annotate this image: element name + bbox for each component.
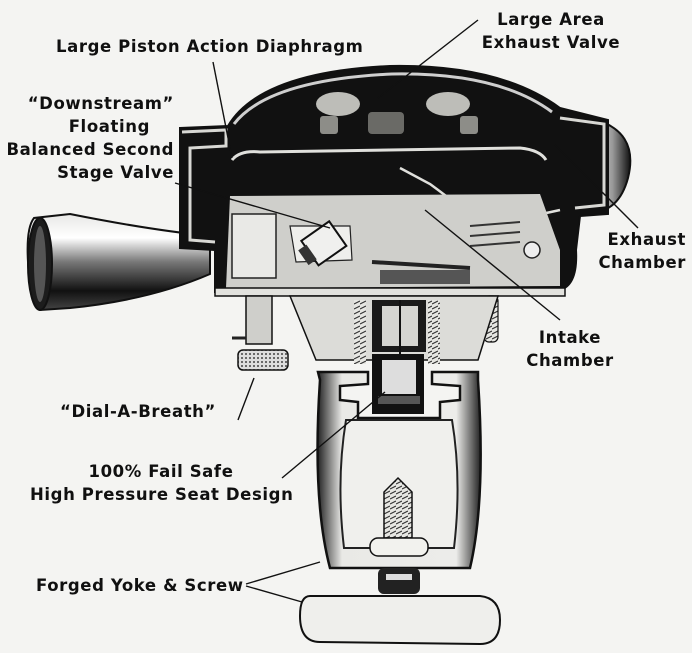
label-exhaust-valve: Large Area Exhaust Valve — [476, 8, 626, 54]
label-second-stage-valve-line-2: Floating — [68, 117, 150, 136]
label-yoke-screw-line-1: Forged Yoke & Screw — [36, 576, 244, 595]
label-exhaust-valve-line-2: Exhaust Valve — [481, 33, 621, 52]
label-second-stage-valve-line-3: Balanced Second — [6, 140, 174, 159]
diaphragm-housing — [179, 64, 609, 297]
label-intake-chamber: Intake Chamber — [520, 326, 620, 372]
label-diaphragm-line-1: Large Piston Action Diaphragm — [56, 37, 364, 56]
label-fail-safe-seat-line-1: 100% Fail Safe — [88, 462, 234, 481]
label-dial-a-breath-line-1: “Dial-A-Breath” — [60, 402, 216, 421]
label-dial-a-breath: “Dial-A-Breath” — [60, 400, 216, 423]
label-second-stage-valve-line-1: “Downstream” — [27, 94, 174, 113]
label-fail-safe-seat-line-2: High Pressure Seat Design — [30, 485, 294, 504]
leader-exhaust-chamber — [554, 144, 639, 229]
label-intake-chamber-line-1: Intake — [538, 328, 602, 347]
leader-lines — [174, 19, 639, 603]
leader-second-stage-valve — [174, 182, 331, 229]
mouthpiece — [26, 212, 211, 312]
label-exhaust-valve-line-1: Large Area — [497, 10, 605, 29]
leader-dial-a-breath — [237, 377, 255, 421]
label-exhaust-chamber-line-2: Chamber — [598, 253, 686, 272]
label-exhaust-chamber-line-1: Exhaust — [607, 230, 686, 249]
dial-a-breath-knob — [232, 295, 289, 371]
yoke — [316, 354, 482, 594]
leader-screw — [245, 585, 303, 603]
leader-fail-safe-seat — [281, 391, 386, 479]
first-stage-body — [288, 295, 500, 364]
yoke-screw-knob — [298, 595, 502, 646]
label-second-stage-valve: “Downstream” Floating Balanced Second St… — [0, 92, 174, 184]
label-yoke-screw: Forged Yoke & Screw — [36, 574, 244, 597]
label-second-stage-valve-line-4: Stage Valve — [57, 163, 174, 182]
label-intake-chamber-line-2: Chamber — [526, 351, 614, 370]
leader-diaphragm — [212, 61, 233, 159]
leader-yoke — [245, 561, 321, 585]
label-fail-safe-seat: 100% Fail Safe High Pressure Seat Design — [30, 460, 294, 506]
leader-intake-chamber — [424, 209, 561, 321]
label-exhaust-chamber: Exhaust Chamber — [590, 228, 686, 274]
leader-exhaust-valve — [377, 19, 479, 99]
label-diaphragm: Large Piston Action Diaphragm — [56, 35, 363, 58]
